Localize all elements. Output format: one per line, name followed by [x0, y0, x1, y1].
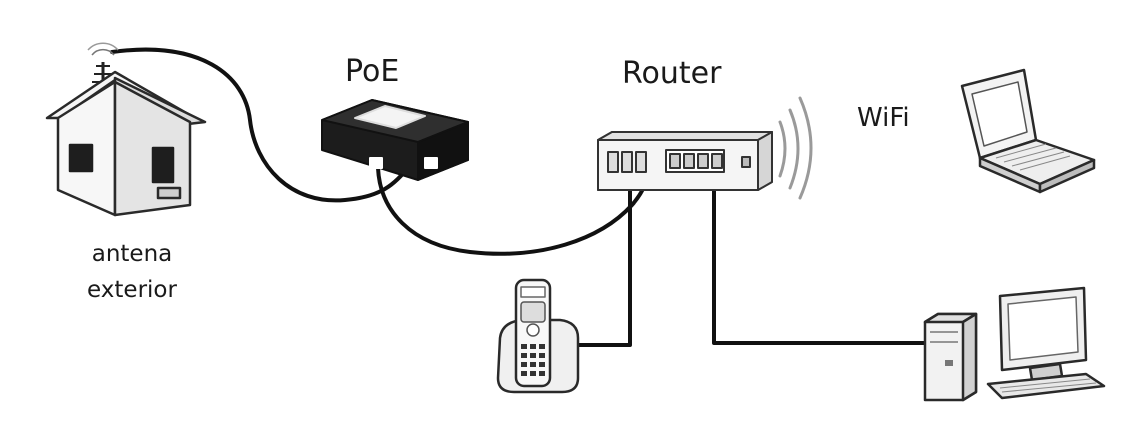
antenna-label-line1: antena [91, 241, 173, 267]
poe-label: PoE [345, 54, 400, 89]
cable-poe-to-router [376, 163, 652, 256]
desktop-computer-icon [923, 286, 1106, 402]
cables [110, 47, 937, 347]
cordless-phone-icon [496, 278, 580, 394]
cable-antenna-to-poe [110, 47, 412, 203]
cable-router-to-phone [576, 160, 632, 347]
router-label: Router [622, 56, 722, 91]
antenna-label-line2: exterior [87, 277, 177, 303]
antenna-label: antena exterior [72, 236, 192, 308]
poe-adapter-icon [321, 99, 469, 181]
laptop-icon [960, 68, 1096, 194]
router-icon [597, 131, 773, 191]
wifi-waves-icon [778, 96, 813, 200]
house-with-antenna-icon [45, 42, 207, 217]
wifi-label: WiFi [857, 103, 910, 133]
cable-router-to-computer [712, 163, 937, 345]
